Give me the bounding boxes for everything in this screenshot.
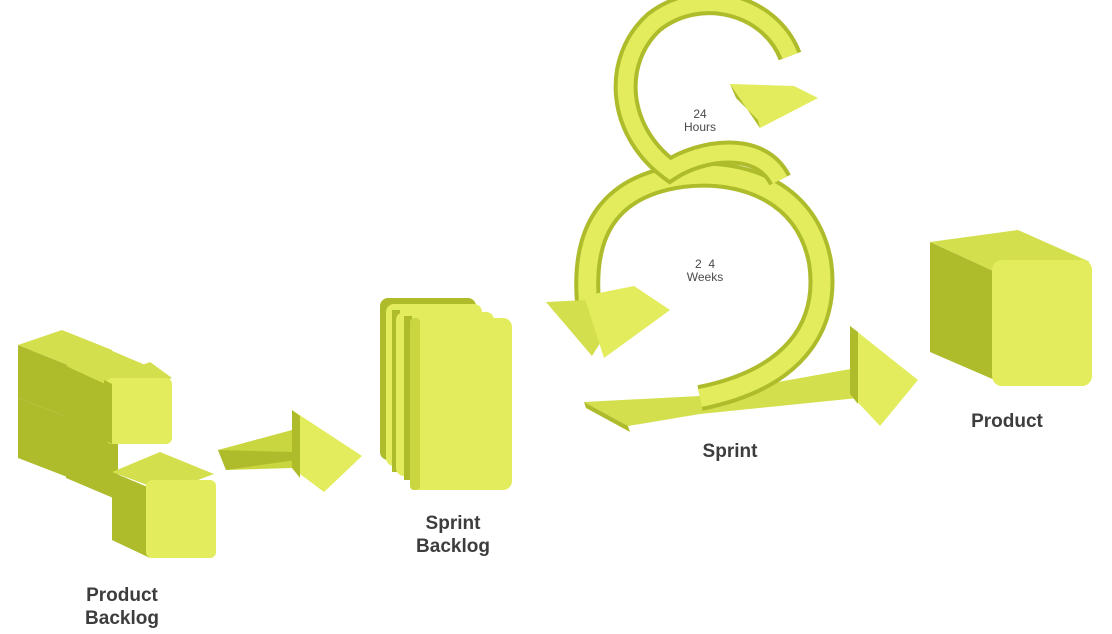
product-label: Product	[971, 411, 1043, 432]
product-backlog-cubes	[18, 330, 216, 558]
product-cube	[930, 230, 1092, 386]
backlog-to-sprint-arrow	[218, 410, 362, 492]
sprint-cycle-loop	[546, 0, 918, 432]
sprint-label: Sprint	[702, 441, 758, 462]
sprint-cycle-label: 2 4 Weeks	[686, 257, 724, 285]
backlog-cube-front-bottom	[112, 452, 216, 558]
daily-cycle-label: 24 Hours	[683, 107, 716, 135]
product-backlog-label: Product Backlog	[85, 585, 159, 630]
sprint-backlog-label: Sprint Backlog	[416, 513, 490, 558]
sprint-backlog-cards	[380, 298, 512, 490]
backlog-cube-front-top	[104, 362, 172, 444]
